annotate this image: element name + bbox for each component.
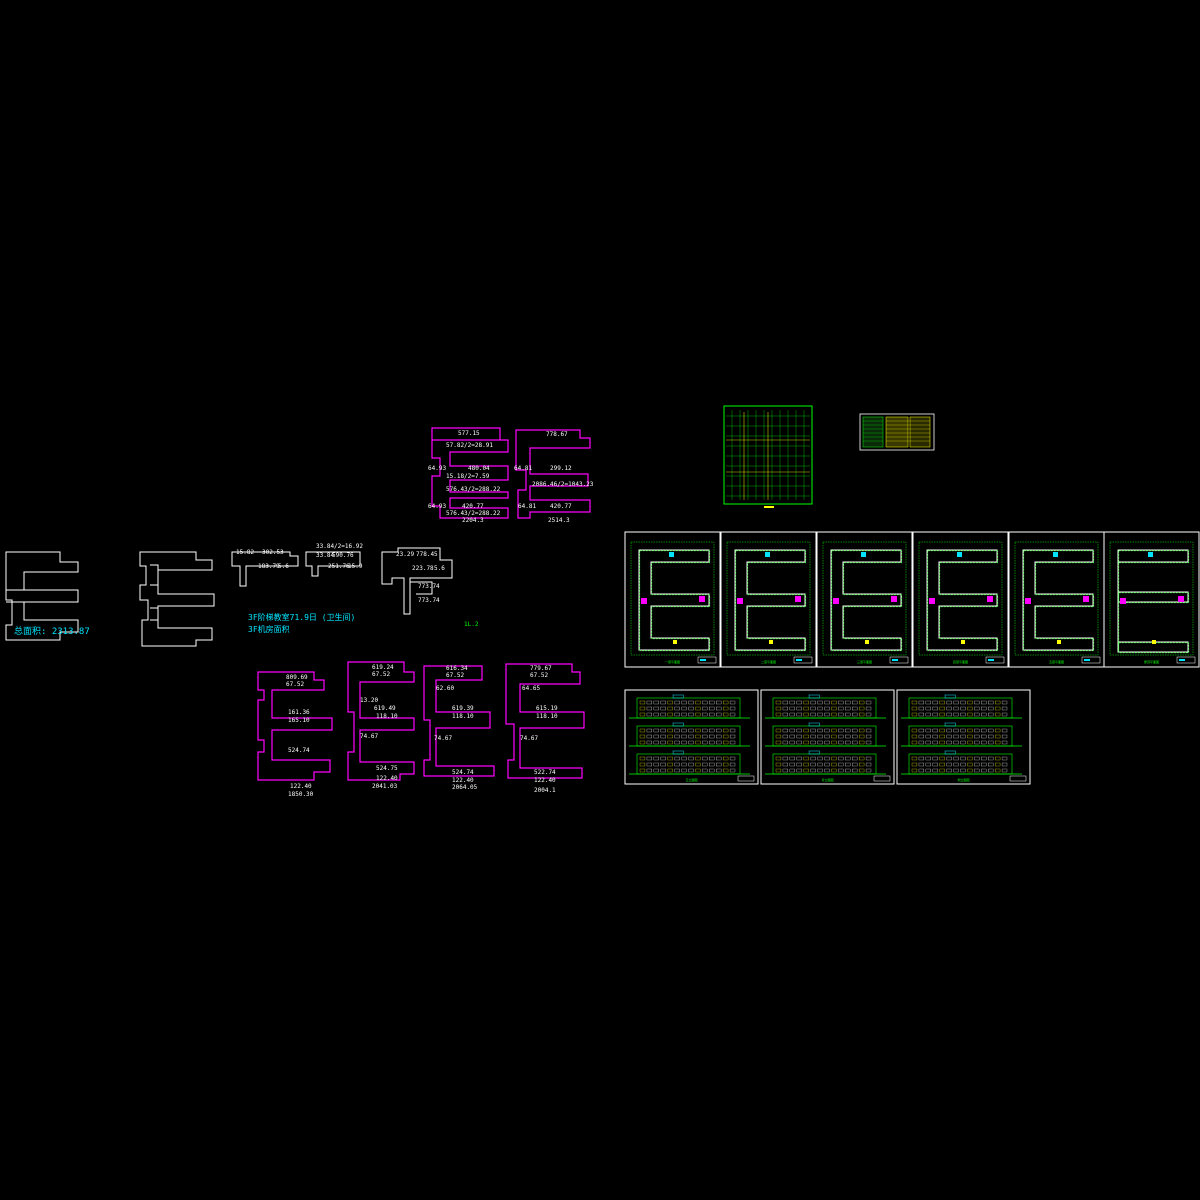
area-calc-outline-b <box>515 429 591 519</box>
dim-label: 118.10 <box>376 713 398 720</box>
dim-label: 5.6 <box>278 563 289 570</box>
dim-label: 524.74 <box>452 769 474 776</box>
dim-label: 480.04 <box>468 465 490 472</box>
dim-label: 62.60 <box>436 685 455 692</box>
dim-label: 183.79 <box>258 563 280 570</box>
floor-plan-sheet[interactable]: 一层平面图 <box>624 531 721 668</box>
dim-label: 2064.05 <box>452 784 478 791</box>
dim-label: 15.18/2=7.59 <box>446 473 490 480</box>
sheet-title: 屋顶平面图 <box>1144 659 1159 664</box>
dim-label: 420.77 <box>550 503 572 510</box>
floor-plan-sheet[interactable]: 三层平面图 <box>816 531 913 668</box>
dim-label: 57.82/2=28.91 <box>446 442 493 449</box>
dim-label: 251.76 <box>328 563 350 570</box>
dim-label: 5.6 <box>434 565 445 572</box>
floor-outline-white-1 <box>5 551 79 641</box>
sheet-title: 侧立面图 <box>957 777 969 782</box>
dim-label: 223.78 <box>412 565 434 572</box>
dim-label: 15.9 <box>348 563 363 570</box>
dim-label: 616.34 <box>446 665 468 672</box>
sheet-title: 正立面图 <box>685 777 697 782</box>
floor-outline-white-3 <box>231 547 453 615</box>
schedule-table-sheet <box>859 413 935 451</box>
dim-label: 576.43/2=288.22 <box>446 486 501 493</box>
floor-plan-sheets: 一层平面图 二层平面图 三层平面图 四层平面图 五层平面图 屋顶平面图 <box>624 531 1200 668</box>
grid-structure-sheet <box>723 405 813 508</box>
dim-label: 64.93 <box>428 503 447 510</box>
dim-label: 524.75 <box>376 765 398 772</box>
sheet-title: 二层平面图 <box>761 659 776 664</box>
small-tag-label: 1L.2 <box>464 621 479 628</box>
dim-label: 2514.3 <box>548 517 570 524</box>
dim-label: 64.65 <box>522 685 541 692</box>
dim-label: 64.81 <box>514 465 533 472</box>
dim-label: 2004.1 <box>534 787 556 794</box>
total-area-label: 总面积: 2313.87 <box>14 627 90 637</box>
dim-label: 13.20 <box>360 697 379 704</box>
dim-label: 522.74 <box>534 769 556 776</box>
dim-label: 778.45 <box>416 551 438 558</box>
dim-label: 1850.30 <box>288 791 314 798</box>
dim-label: 615.19 <box>536 705 558 712</box>
dim-label: 773.74 <box>418 583 440 590</box>
dim-label: 64.93 <box>428 465 447 472</box>
dim-label: 165.10 <box>288 717 310 724</box>
floor-plan-sheet[interactable]: 五层平面图 <box>1008 531 1105 668</box>
dim-label: 524.74 <box>288 747 310 754</box>
dim-label: 809.69 <box>286 674 308 681</box>
dim-label: 74.67 <box>520 735 539 742</box>
floor-plan-sheet[interactable]: 屋顶平面图 <box>1103 531 1200 668</box>
dim-label: 64.81 <box>518 503 537 510</box>
elevation-sheet[interactable]: 正立面图 <box>624 689 759 785</box>
dim-label: 122.40 <box>290 783 312 790</box>
note-label-1: 3F阶梯教室71.9日 (卫生间) <box>248 613 356 622</box>
area-calc-outline-c <box>257 661 585 781</box>
sheet-title: 一层平面图 <box>665 659 680 664</box>
dim-label: 67.52 <box>372 671 391 678</box>
dim-label: 576.43/2=288.22 <box>446 510 501 517</box>
dim-label: 122.40 <box>376 775 398 782</box>
dim-label: 118.10 <box>536 713 558 720</box>
dim-label: 299.12 <box>550 465 572 472</box>
sheet-title: 五层平面图 <box>1049 659 1064 664</box>
dim-label: 619.39 <box>452 705 474 712</box>
note-label-2: 3F机房面积 <box>248 625 290 634</box>
area-calc-outline-a <box>431 427 509 519</box>
dim-label: 773.74 <box>418 597 440 604</box>
dim-label: 2086.46/2=1043.23 <box>532 481 594 488</box>
dim-label: 779.67 <box>530 665 552 672</box>
dim-label: 420.77 <box>462 503 484 510</box>
dim-label: 67.52 <box>446 672 465 679</box>
dim-label: 67.52 <box>286 681 305 688</box>
sheet-title: 背立面图 <box>821 777 833 782</box>
dim-label: 74.67 <box>360 733 379 740</box>
dim-label: 619.24 <box>372 664 394 671</box>
dim-label: 577.15 <box>458 430 480 437</box>
dim-label: 67.52 <box>530 672 549 679</box>
sheet-title: 四层平面图 <box>953 659 968 664</box>
dim-label: 590.76 <box>332 552 354 559</box>
floor-outline-white-2 <box>139 551 215 647</box>
dim-label: 74.67 <box>434 735 453 742</box>
dim-label: 161.36 <box>288 709 310 716</box>
dim-label: 619.49 <box>374 705 396 712</box>
dim-label: 122.40 <box>534 777 556 784</box>
dim-label: 15.82 <box>236 549 255 556</box>
floor-plan-sheet[interactable]: 四层平面图 <box>912 531 1009 668</box>
dim-label: 122.40 <box>452 777 474 784</box>
elevation-sheet[interactable]: 侧立面图 <box>896 689 1031 785</box>
dim-label: 33.84/2=16.92 <box>316 543 363 550</box>
dim-label: 2041.03 <box>372 783 398 790</box>
sheet-title: 三层平面图 <box>857 659 872 664</box>
dim-label: 33.84 <box>316 552 335 559</box>
floor-plan-sheet[interactable]: 二层平面图 <box>720 531 817 668</box>
elevation-sheet[interactable]: 背立面图 <box>760 689 895 785</box>
dim-label: 23.29 <box>396 551 415 558</box>
elevation-sheets: 正立面图 背立面图 侧立面图 <box>624 689 1031 785</box>
dim-label: 302.53 <box>262 549 284 556</box>
dim-label: 2204.3 <box>462 517 484 524</box>
dim-label: 118.10 <box>452 713 474 720</box>
dim-label: 778.67 <box>546 431 568 438</box>
